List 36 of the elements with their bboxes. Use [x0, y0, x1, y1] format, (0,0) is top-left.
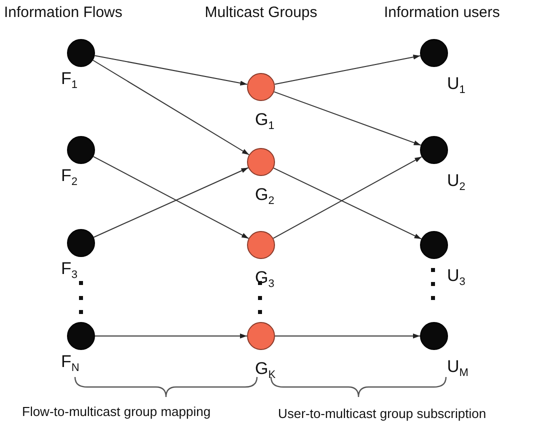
- arrow: [93, 167, 249, 238]
- circle-node: [420, 231, 448, 259]
- arrow: [274, 54, 421, 85]
- node-label: G$_{2}$: [255, 186, 274, 207]
- circle-node: [67, 136, 95, 164]
- arrow: [92, 60, 250, 156]
- arrow: [92, 156, 250, 239]
- circle-node: [67, 229, 95, 257]
- circle-node: [247, 73, 275, 101]
- node-label: F$_{1}$: [61, 70, 78, 91]
- arrow: [274, 334, 420, 338]
- brace-caption: Flow-to-multicast group mapping: [22, 404, 211, 419]
- circle-node: [247, 148, 275, 176]
- node-label: U$_{2}$: [447, 172, 466, 193]
- column-heading: Multicast Groups: [204, 4, 318, 21]
- node-label: G$_{1}$: [255, 111, 274, 132]
- arrow: [274, 91, 422, 146]
- circle-node: [247, 322, 275, 350]
- node-label: U$_{1}$: [447, 75, 466, 96]
- brace-caption: User-to-multicast group subscription: [278, 406, 486, 421]
- node-label: F$_{N}$: [61, 353, 80, 374]
- column-heading: Information users: [384, 4, 500, 21]
- node-label: F$_{2}$: [61, 167, 78, 188]
- arrow: [94, 334, 248, 338]
- node-label: U$_{3}$: [447, 267, 466, 288]
- circle-node: [67, 322, 95, 350]
- circle-node: [420, 322, 448, 350]
- circle-node: [420, 39, 448, 67]
- circle-node: [247, 231, 275, 259]
- arrow: [94, 55, 248, 86]
- circle-node: [420, 136, 448, 164]
- circle-node: [67, 39, 95, 67]
- node-label: U$_{M}$: [447, 358, 468, 379]
- node-label: G$_{K}$: [255, 360, 276, 381]
- node-label: F$_{3}$: [61, 260, 78, 281]
- column-heading: Information Flows: [4, 4, 122, 21]
